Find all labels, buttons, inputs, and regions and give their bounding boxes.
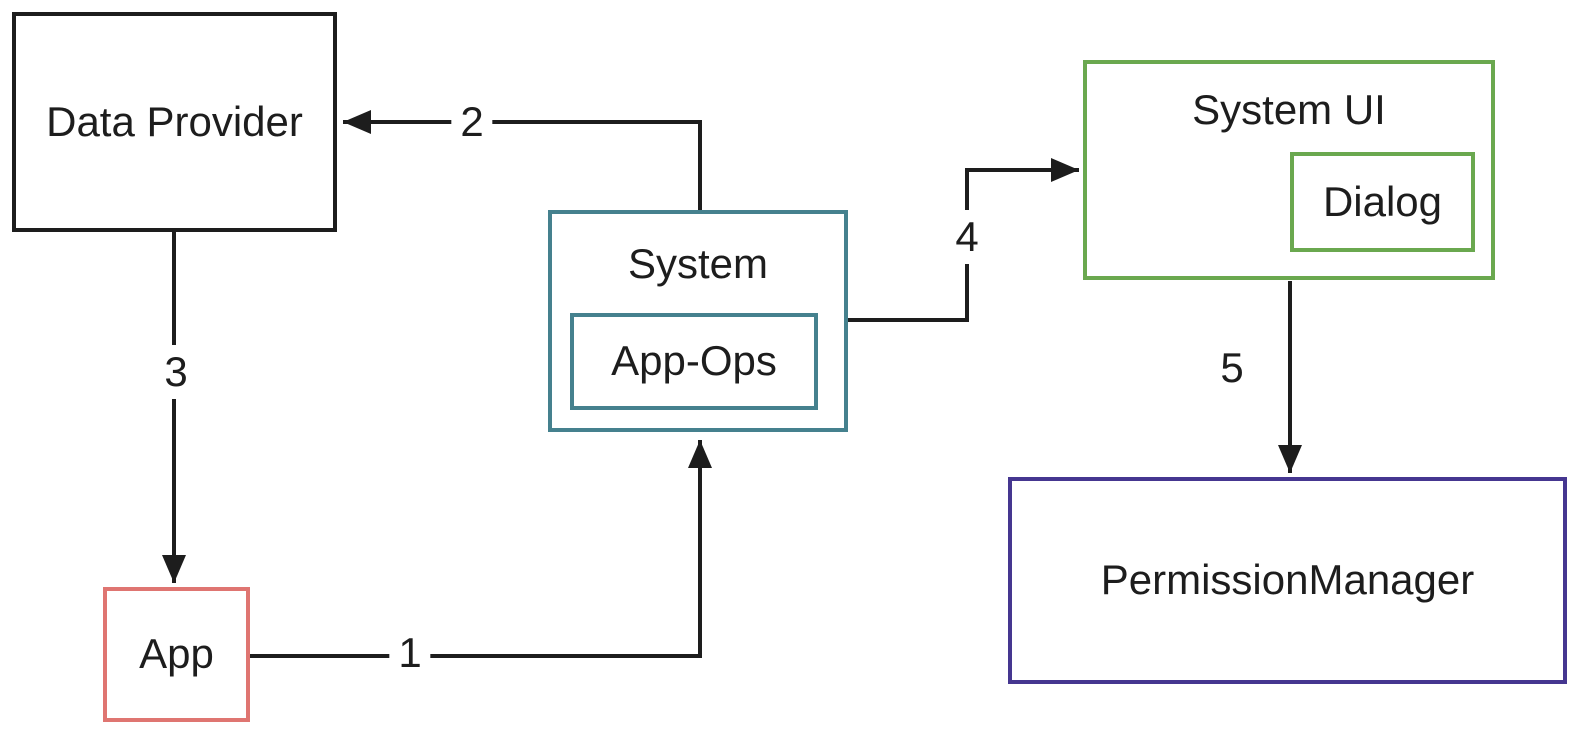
node-dialog-label: Dialog [1322, 177, 1443, 225]
node-system-ui: System UI Dialog [1083, 60, 1495, 280]
edge-1-label: 1 [389, 626, 431, 680]
node-dialog: Dialog [1290, 152, 1475, 252]
node-system: System App-Ops [548, 210, 848, 432]
node-app-ops: App-Ops [570, 313, 818, 410]
edge-3-label: 3 [155, 345, 197, 399]
node-permission-manager-label: PermissionManager [1100, 556, 1475, 604]
node-app-label: App [139, 630, 214, 678]
node-data-provider: Data Provider [12, 12, 337, 232]
edge-5-label: 5 [1211, 341, 1253, 395]
edge-2-system-to-data-provider [343, 110, 702, 210]
node-system-ui-label: System UI [1192, 86, 1386, 133]
edge-1-app-to-system [250, 440, 712, 658]
node-data-provider-label: Data Provider [46, 97, 303, 145]
edge-4-label: 4 [946, 210, 988, 264]
node-app: App [103, 587, 250, 722]
node-system-label: System [627, 240, 769, 287]
node-app-ops-label: App-Ops [611, 337, 777, 385]
node-permission-manager: PermissionManager [1008, 477, 1567, 684]
edge-2-label: 2 [451, 95, 493, 149]
